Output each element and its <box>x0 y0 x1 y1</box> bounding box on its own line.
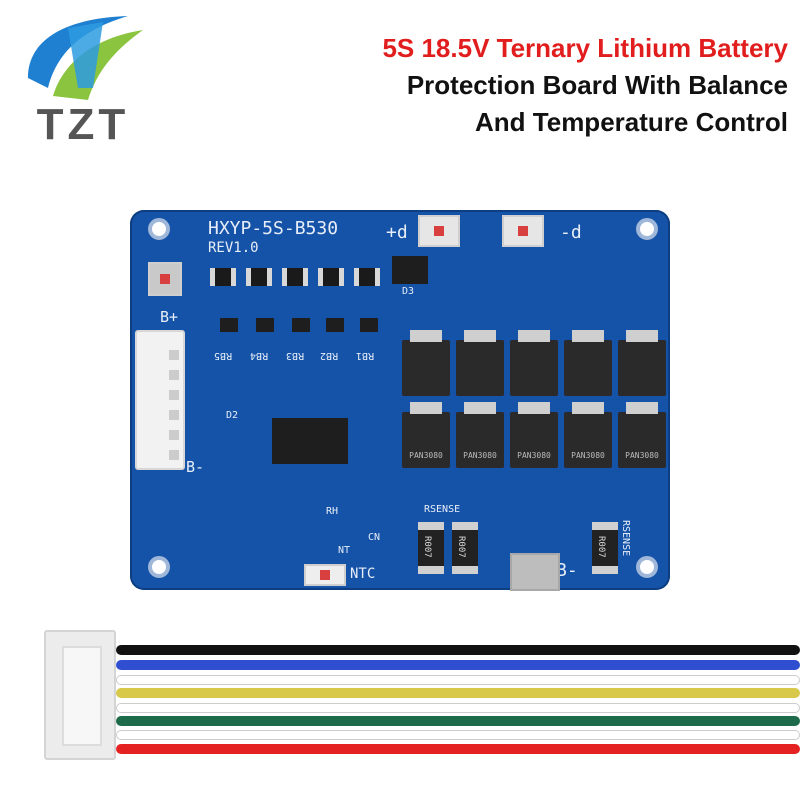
resistor-label: RB3 <box>286 350 305 361</box>
mosfet: PAN3080 <box>456 402 504 468</box>
connector-pin <box>169 430 179 440</box>
mosfet <box>564 330 612 396</box>
mosfet <box>510 330 558 396</box>
headline-line-2: Protection Board With Balance <box>406 70 788 100</box>
sense-resistor-value: R007 <box>596 536 606 558</box>
wire <box>116 675 800 685</box>
mosfet-label: PAN3080 <box>409 451 443 460</box>
mosfet <box>456 330 504 396</box>
d2-label: D2 <box>226 410 239 421</box>
connector-pin <box>169 390 179 400</box>
wire <box>116 730 800 740</box>
wire <box>116 645 800 655</box>
wire <box>116 660 800 670</box>
nt-label: NT <box>338 545 351 556</box>
b-plus-label: B+ <box>160 308 179 326</box>
sense-resistor-value: R007 <box>422 536 432 558</box>
headline-line-1: 5S 18.5V Ternary Lithium Battery <box>382 33 788 63</box>
connector-pin <box>169 410 179 420</box>
connector-pin <box>169 350 179 360</box>
minus-d-pad <box>502 215 544 247</box>
wire <box>116 703 800 713</box>
board-revision-label: REV1.0 <box>208 240 259 256</box>
cable-plug-body <box>62 646 102 746</box>
resistor-label: RB1 <box>356 350 375 361</box>
mosfet <box>402 330 450 396</box>
mosfet: PAN3080 <box>564 402 612 468</box>
transistor <box>326 318 344 332</box>
mosfet-label: PAN3080 <box>625 451 659 460</box>
b-minus-output-label: B- <box>556 560 578 581</box>
balance-resistor <box>318 268 344 286</box>
brand-logo: TZT <box>8 8 158 149</box>
mounting-hole <box>636 218 658 240</box>
wire <box>116 688 800 698</box>
connector-pin <box>169 450 179 460</box>
resistor-label: RB4 <box>250 350 269 361</box>
product-headline: 5S 18.5V Ternary Lithium Battery Protect… <box>382 30 788 141</box>
cn-label: CN <box>368 532 381 543</box>
plus-d-label: +d <box>386 222 408 243</box>
minus-d-label: -d <box>560 222 582 243</box>
mounting-hole <box>636 556 658 578</box>
test-pad <box>148 262 182 296</box>
wire <box>116 716 800 726</box>
b-minus-label: B- <box>186 458 205 476</box>
protection-ic <box>272 418 348 464</box>
mosfet: PAN3080 <box>618 402 666 468</box>
ntc-pad <box>304 564 346 586</box>
balance-resistor <box>354 268 380 286</box>
mosfet: PAN3080 <box>402 402 450 468</box>
balance-resistor <box>210 268 236 286</box>
logo-text: TZT <box>36 100 130 149</box>
cable-plug <box>44 630 116 760</box>
b-minus-pad <box>510 553 560 591</box>
rsense-right-label: RSENSE <box>620 520 631 557</box>
balance-connector <box>135 330 185 470</box>
connector-pin <box>169 370 179 380</box>
mosfet <box>618 330 666 396</box>
rh-label: RH <box>326 506 339 517</box>
mosfet-label: PAN3080 <box>571 451 605 460</box>
transistor <box>292 318 310 332</box>
resistor-label: RB2 <box>320 350 339 361</box>
logo-swoosh-icon <box>28 16 143 100</box>
mounting-hole <box>148 218 170 240</box>
sense-resistor: R007 <box>418 522 444 574</box>
wire <box>116 744 800 754</box>
sense-resistor-value: R007 <box>456 536 466 558</box>
mosfet: PAN3080 <box>510 402 558 468</box>
balance-resistor <box>282 268 308 286</box>
balance-resistor <box>246 268 272 286</box>
diode-d3 <box>392 256 428 284</box>
sense-resistor: R007 <box>452 522 478 574</box>
mounting-hole <box>148 556 170 578</box>
d3-label: D3 <box>402 286 415 297</box>
rsense-left-label: RSENSE <box>424 504 461 515</box>
board-model-label: HXYP-5S-B530 <box>208 218 339 239</box>
resistor-label: RB5 <box>214 350 233 361</box>
plus-d-pad <box>418 215 460 247</box>
transistor <box>360 318 378 332</box>
ntc-label: NTC <box>350 566 376 582</box>
headline-line-3: And Temperature Control <box>475 107 788 137</box>
sense-resistor: R007 <box>592 522 618 574</box>
mosfet-label: PAN3080 <box>463 451 497 460</box>
transistor <box>256 318 274 332</box>
mosfet-label: PAN3080 <box>517 451 551 460</box>
transistor <box>220 318 238 332</box>
